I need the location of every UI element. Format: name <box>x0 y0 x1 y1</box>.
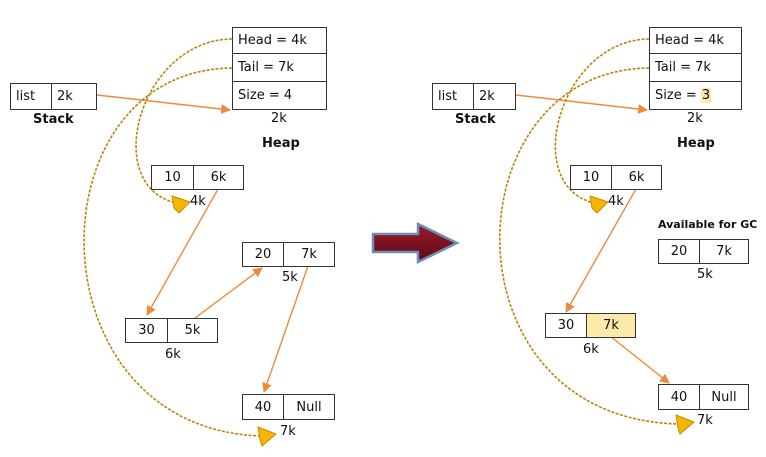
node-7k-next-cell: Null <box>283 394 335 420</box>
after-stack-to-heap-arrow <box>515 94 648 114</box>
after-heap-head-cell: Head = 4k <box>649 27 742 54</box>
after-node-6k-address-label: 6k <box>583 342 599 357</box>
after-node-4k-address-label: 4k <box>608 194 624 209</box>
after-node-6k-next-cell: 7k <box>586 313 636 338</box>
after-tail-arrowhead-icon <box>675 414 695 435</box>
node-5k-address-label: 5k <box>282 270 298 285</box>
node-4k-value-cell: 10 <box>151 165 194 190</box>
head-arrowhead-icon <box>171 195 191 214</box>
stack-list-name-cell: list <box>10 83 52 110</box>
after-node-6k-value-cell: 30 <box>545 313 587 338</box>
node-10-next-arrow <box>146 188 219 316</box>
after-stack-list-value-cell: 2k <box>473 83 516 110</box>
after-head-dashed-arrow <box>554 38 650 204</box>
node-6k-value-cell: 30 <box>125 318 168 343</box>
node-30-next-arrow <box>194 267 263 319</box>
stack-caption: Stack <box>33 112 74 127</box>
tail-arrowhead-icon <box>257 426 277 447</box>
stack-to-heap-arrow <box>96 94 231 114</box>
after-node-10-next-arrow <box>565 188 637 313</box>
after-stack-caption: Stack <box>455 112 496 127</box>
after-node-5k-value-cell: 20 <box>658 239 700 264</box>
stack-list-value-cell: 2k <box>51 83 97 110</box>
heap-tail-cell: Tail = 7k <box>232 53 327 82</box>
head-dashed-arrow <box>135 38 233 204</box>
node-7k-address-label: 7k <box>280 424 296 439</box>
transition-arrow-icon <box>371 222 460 264</box>
after-node-5k-address-label: 5k <box>697 267 713 282</box>
node-6k-address-label: 6k <box>165 347 181 362</box>
heap-head-cell: Head = 4k <box>232 27 327 54</box>
tail-dashed-arrow <box>83 67 263 437</box>
heap-caption: Heap <box>262 136 300 151</box>
after-node-4k-value-cell: 10 <box>570 165 612 190</box>
after-node-4k-next-cell: 6k <box>611 165 662 190</box>
gc-available-label: Available for GC <box>658 218 758 231</box>
node-5k-value-cell: 20 <box>242 242 284 267</box>
after-heap-size-value: 3 <box>700 88 712 103</box>
node-5k-next-cell: 7k <box>283 242 335 267</box>
after-node-7k-next-cell: Null <box>699 384 749 410</box>
after-stack-list-name-cell: list <box>432 83 474 110</box>
after-heap-address-label: 2k <box>687 111 703 126</box>
after-heap-tail-cell: Tail = 7k <box>649 53 742 82</box>
after-tail-dashed-arrow <box>498 67 681 425</box>
after-head-arrowhead-icon <box>589 195 609 214</box>
after-heap-size-prefix: Size = <box>655 88 701 103</box>
node-7k-value-cell: 40 <box>242 394 284 420</box>
heap-address-label: 2k <box>271 111 287 126</box>
node-20-next-arrow <box>262 265 309 393</box>
node-4k-next-cell: 6k <box>193 165 244 190</box>
node-4k-address-label: 4k <box>190 194 206 209</box>
after-node-5k-next-cell: 7k <box>699 239 749 264</box>
after-heap-caption: Heap <box>677 136 715 151</box>
node-6k-next-cell: 5k <box>167 318 218 343</box>
after-node-7k-value-cell: 40 <box>658 384 700 410</box>
after-heap-size-cell: Size = 3 <box>649 81 742 110</box>
heap-size-cell: Size = 4 <box>232 81 327 110</box>
after-node-7k-address-label: 7k <box>697 413 713 428</box>
after-node-30-next-arrow <box>609 335 670 384</box>
